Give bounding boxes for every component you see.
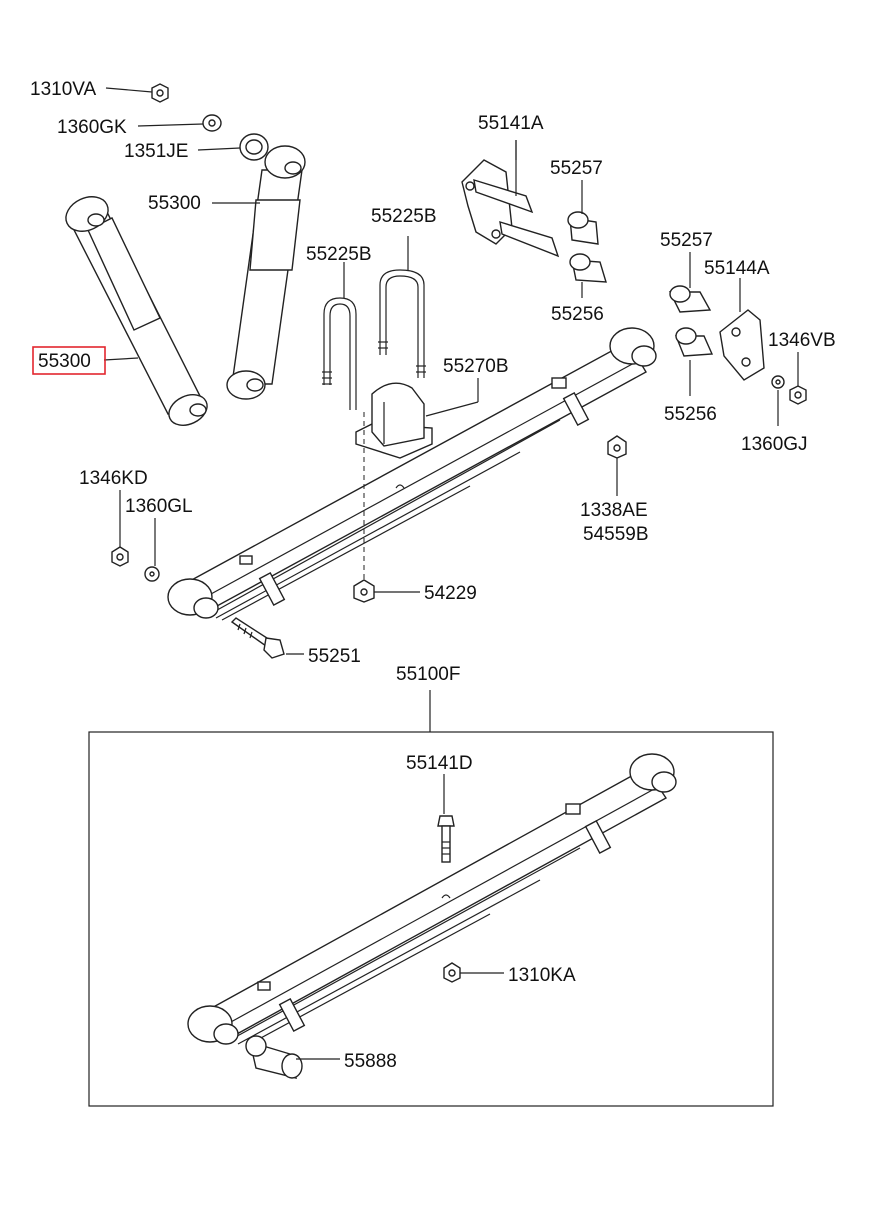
u-bolt-55225b-left [322, 297, 357, 410]
nut-1310va [151, 83, 169, 103]
shock-absorber-right [226, 145, 306, 400]
label-55225b-right: 55225B [371, 206, 437, 227]
label-1346kd: 1346KD [79, 468, 148, 489]
label-55888: 55888 [344, 1051, 397, 1072]
washer-1360gj [771, 375, 785, 389]
label-55144a: 55144A [704, 258, 770, 279]
bolt-55251 [230, 617, 285, 659]
label-1310ka: 1310KA [508, 965, 576, 986]
leaf-spring-lower [187, 753, 677, 1047]
leaf-spring-upper [167, 327, 657, 621]
nut-54229 [353, 579, 375, 603]
nut-1338ae [607, 435, 627, 459]
label-55225b-left: 55225B [306, 244, 372, 265]
washer-1360gl [144, 566, 160, 582]
washer-1351je [239, 133, 269, 161]
label-55300-selected[interactable]: 55300 [38, 351, 91, 372]
label-55141a: 55141A [478, 113, 544, 134]
bushing-55257-upper [567, 211, 599, 245]
nut-1346kd [111, 546, 129, 567]
label-1360gl: 1360GL [125, 496, 193, 517]
label-1351je: 1351JE [124, 141, 188, 162]
label-55256-upper: 55256 [551, 304, 604, 325]
label-54229: 54229 [424, 583, 477, 604]
label-55270b: 55270B [443, 356, 509, 377]
label-55257-upper: 55257 [550, 158, 603, 179]
part-labels: 1310VA 1360GK 1351JE 55300 55300 55225B … [30, 79, 836, 1072]
label-55300-upper: 55300 [148, 193, 201, 214]
label-55251: 55251 [308, 646, 361, 667]
spring-seat-55270b [355, 382, 433, 459]
shackle-plate-55144a [719, 309, 765, 381]
label-55257-lower: 55257 [660, 230, 713, 251]
center-bolt-55141d [437, 815, 455, 863]
bushing-55256-lower [674, 327, 714, 357]
bushing-55256-upper [569, 253, 607, 283]
bushing-55888 [245, 1035, 303, 1079]
washer-1360gk [202, 114, 222, 132]
u-bolt-55225b-right [378, 269, 426, 378]
label-55100f: 55100F [396, 664, 460, 685]
nut-1346vb [789, 385, 807, 405]
label-55256-lower: 55256 [664, 404, 717, 425]
label-1310va: 1310VA [30, 79, 97, 100]
selected-part-highlight [32, 346, 106, 375]
label-1360gk: 1360GK [57, 117, 127, 138]
label-1338ae: 1338AE [580, 500, 648, 521]
label-1346vb: 1346VB [768, 330, 836, 351]
shackle-bracket-55141a [461, 140, 560, 258]
label-1360gj: 1360GJ [741, 434, 808, 455]
shock-absorber-left [65, 196, 208, 426]
leader-lines [103, 87, 799, 1060]
nut-1310ka [443, 962, 461, 983]
assembly-box-55100f [88, 731, 774, 1107]
label-55141d: 55141D [406, 753, 473, 774]
bushing-55257-lower [668, 285, 712, 313]
label-54559b: 54559B [583, 524, 649, 545]
